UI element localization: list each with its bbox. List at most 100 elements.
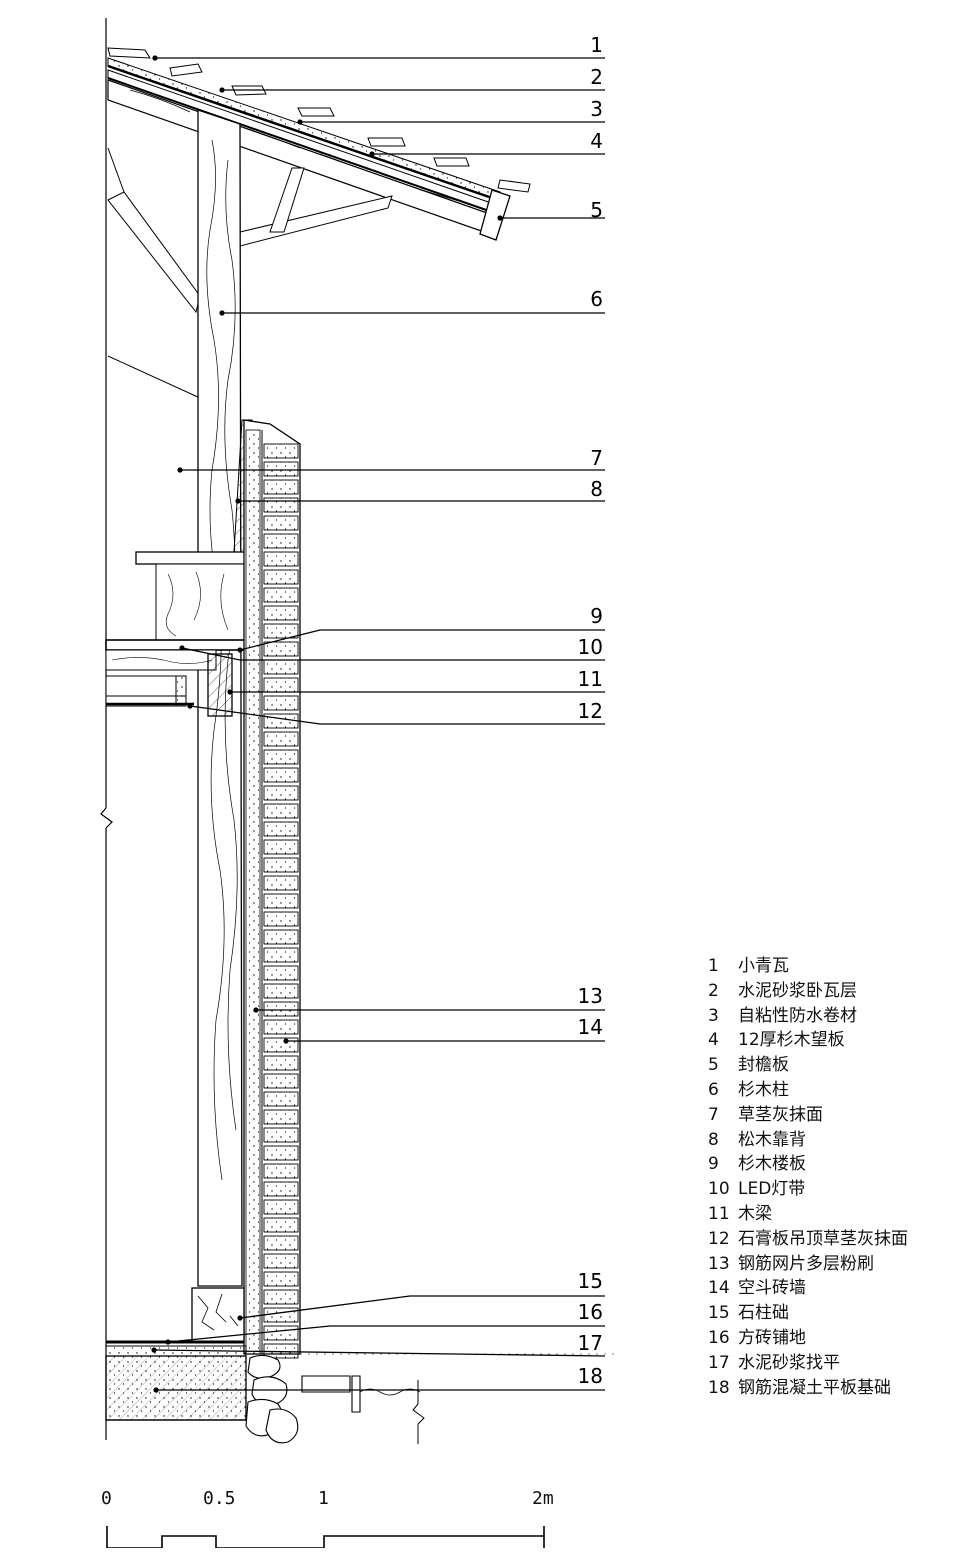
legend-number: 11 [708,1203,730,1224]
brick [263,749,299,765]
legend-number: 4 [708,1030,719,1051]
brick [263,1019,299,1035]
callout-number: 4 [590,129,603,153]
callout-number: 2 [590,65,603,89]
brick [263,713,299,729]
legend-text: 水泥砂浆找平 [738,1352,840,1373]
leader-dot [297,119,303,125]
legend-text: 水泥砂浆卧瓦层 [738,980,857,1001]
legend-number: 8 [708,1129,719,1150]
callout-number: 14 [578,1015,603,1039]
brick [263,839,299,855]
brick [263,1307,299,1323]
scale-label-half: 0.5 [203,1488,236,1509]
ceiling [105,675,194,707]
legend-number: 13 [708,1253,730,1274]
left-boundary [100,18,113,1440]
legend-number: 18 [708,1377,730,1398]
callout-number: 18 [578,1364,603,1388]
brick [263,1325,299,1341]
callout-number: 1 [590,33,603,57]
brick [263,1073,299,1089]
scale-label-2m: 2m [532,1488,554,1509]
brick [263,623,299,639]
brick [263,1163,299,1179]
timber-beam [207,653,233,717]
callout-number: 17 [578,1331,603,1355]
leader-dot [235,498,241,504]
brick [263,677,299,693]
brick [263,515,299,531]
fascia-board [479,189,511,241]
callout-number: 12 [578,699,603,723]
legend-text: 木梁 [738,1203,772,1224]
legend-item: 5 封檐板 [708,1053,908,1078]
leader-lines [153,57,606,1391]
legend-number: 1 [708,956,719,976]
brick [263,803,299,819]
leader-line [239,629,605,651]
legend-text: 自粘性防水卷材 [738,1005,857,1026]
legend-number: 2 [708,980,719,1001]
brick [263,1091,299,1107]
legend-text: 封檐板 [738,1055,789,1076]
brick [263,1253,299,1269]
leader-dot [153,1387,159,1393]
legend-number: 5 [708,1055,719,1076]
callout-number: 10 [578,635,603,659]
legend-text: 松木靠背 [738,1129,806,1150]
leader-dot [165,1339,171,1345]
callout-number: 6 [590,287,603,311]
legend-item: 8 松木靠背 [708,1128,908,1153]
legend-item: 11 木梁 [708,1202,908,1227]
leader-dot [283,1038,289,1044]
legend-text: 空斗砖墙 [738,1278,806,1299]
leader-dot [497,215,503,221]
legend-text: 钢筋混凝土平板基础 [738,1377,891,1398]
legend-number: 9 [708,1154,719,1175]
brick [263,893,299,909]
ground-and-foundation [105,1340,620,1444]
leader-line [239,1295,605,1319]
leader-dot [237,1315,243,1321]
leader-line [189,705,605,725]
callout-number: 7 [590,446,603,470]
brick [263,731,299,747]
brick [263,1127,299,1143]
brick [263,551,299,567]
legend-number: 12 [708,1228,730,1249]
brick [263,767,299,783]
leader-dot [219,310,225,316]
leader-dot [187,703,193,709]
brick [263,695,299,711]
brick [263,875,299,891]
leader-dot [237,647,243,653]
brick [263,911,299,927]
leader-dot [179,645,185,651]
roof-tiles [107,47,531,193]
scale-label-1: 1 [318,1488,329,1509]
legend-number: 16 [708,1327,730,1348]
brick [263,821,299,837]
scale-bar: 0 0.5 1 2m [0,1488,960,1548]
wall-assembly [243,419,301,1359]
bench [135,551,247,641]
leader-dot [253,1007,259,1013]
brick [263,785,299,801]
brick [263,461,299,477]
mortar-bedding [107,57,501,201]
brick [263,1109,299,1125]
brick [263,1217,299,1233]
legend-number: 14 [708,1278,730,1299]
